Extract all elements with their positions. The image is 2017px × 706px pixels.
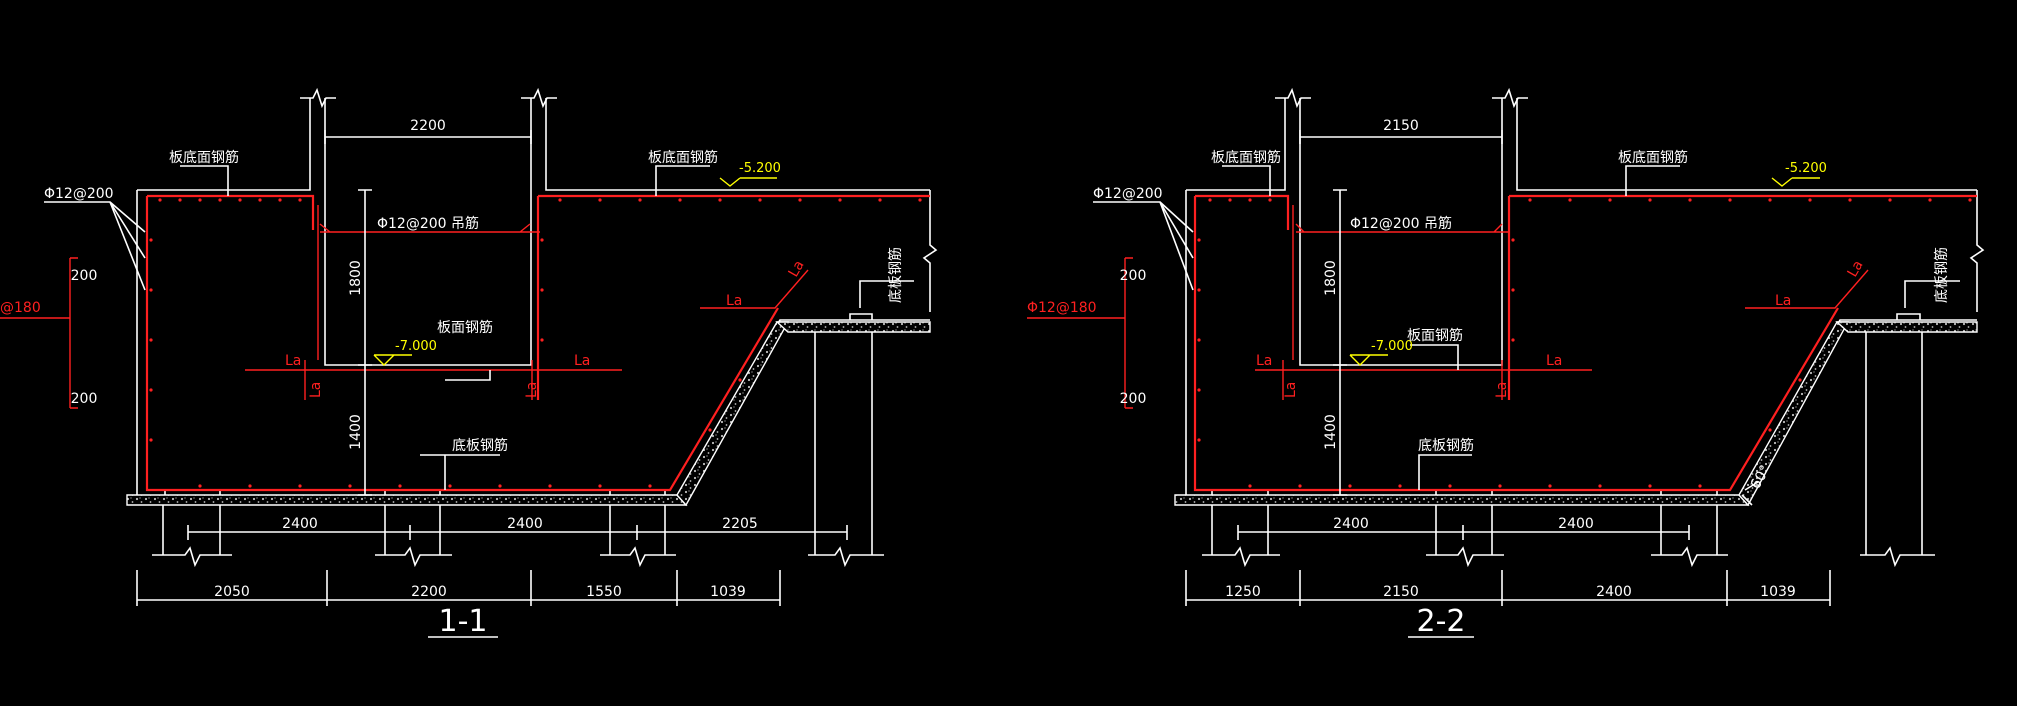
s1-pit-note: 板面钢筋 bbox=[437, 319, 493, 336]
section2-leaders bbox=[1027, 165, 1960, 506]
s1-bottom-note: 底板钢筋 bbox=[452, 437, 508, 454]
section1-leaders bbox=[0, 165, 914, 490]
s2-bot-1: 1250 bbox=[1225, 584, 1261, 600]
s2-right-note: 底板钢筋 bbox=[1933, 247, 1950, 303]
s2-axis-2: 2400 bbox=[1558, 516, 1594, 532]
s1-bot-1: 2050 bbox=[214, 584, 250, 600]
s2-top-span: 2150 bbox=[1383, 118, 1419, 134]
s1-la-2: La bbox=[574, 353, 590, 369]
s2-left-bar-label: Φ12@180 bbox=[1027, 300, 1097, 316]
s2-la-5: La bbox=[1775, 293, 1791, 309]
s2-dim-1400: 1400 bbox=[1323, 414, 1339, 450]
s1-la-5: La bbox=[726, 293, 742, 309]
s2-bot-3: 2400 bbox=[1596, 584, 1632, 600]
s1-top-span: 2200 bbox=[410, 118, 446, 134]
s1-dim-1400: 1400 bbox=[348, 414, 364, 450]
s2-title: 2-2 bbox=[1417, 604, 1466, 639]
s2-pit-level: -7.000 bbox=[1371, 339, 1413, 354]
s1-left-rebar: Φ12@200 bbox=[44, 186, 114, 202]
section2-piles bbox=[1202, 313, 1921, 568]
s1-bot-4: 1039 bbox=[710, 584, 746, 600]
s1-dim-200-top: 200 bbox=[71, 268, 98, 284]
s1-axis-1: 2400 bbox=[282, 516, 318, 532]
s2-mid-rebar: Φ12@200 吊筋 bbox=[1350, 215, 1452, 232]
s1-pit-level: -7.000 bbox=[395, 339, 437, 354]
s2-la-4: La bbox=[1494, 382, 1510, 398]
s1-top-left-note: 板底面钢筋 bbox=[169, 149, 239, 166]
section-1-1: 2200 板底面钢筋 板底面钢筋 -5.200 Φ12@200 Φ12@200 … bbox=[0, 87, 938, 639]
s2-left-rebar: Φ12@200 bbox=[1093, 186, 1163, 202]
s1-dim-1800: 1800 bbox=[348, 260, 364, 296]
s1-bot-2: 2200 bbox=[411, 584, 447, 600]
s1-top-right-note: 板底面钢筋 bbox=[648, 149, 718, 166]
s1-la-1: La bbox=[285, 353, 301, 369]
s1-bot-3: 1550 bbox=[586, 584, 622, 600]
s2-dim-200-top: 200 bbox=[1120, 268, 1147, 284]
section1-cushion bbox=[126, 321, 931, 507]
s1-la-3: La bbox=[308, 382, 324, 398]
s2-bot-4: 1039 bbox=[1760, 584, 1796, 600]
s1-axis-2: 2400 bbox=[507, 516, 543, 532]
s1-dim-200-bot: 200 bbox=[71, 391, 98, 407]
section2-dimensions bbox=[1185, 130, 1831, 638]
section-2-2: 2150 板底面钢筋 板底面钢筋 -5.200 Φ12@200 Φ12@200 … bbox=[1027, 87, 1985, 639]
s1-top-level: -5.200 bbox=[739, 161, 781, 176]
s2-la-6: La bbox=[1845, 258, 1867, 280]
s1-axis-3: 2205 bbox=[722, 516, 758, 532]
s2-dim-200-bot: 200 bbox=[1120, 391, 1147, 407]
s2-bottom-note: 底板钢筋 bbox=[1418, 437, 1474, 454]
section1-rebar bbox=[145, 194, 930, 492]
section1-dimensions bbox=[136, 130, 848, 638]
s2-la-3: La bbox=[1283, 382, 1299, 398]
section2-cushion bbox=[1174, 321, 1978, 507]
s2-bot-2: 2150 bbox=[1383, 584, 1419, 600]
s2-pit-note: 板面钢筋 bbox=[1407, 327, 1463, 344]
s2-dim-1800: 1800 bbox=[1323, 260, 1339, 296]
s2-top-right-note: 板底面钢筋 bbox=[1618, 149, 1688, 166]
s2-la-2: La bbox=[1546, 353, 1562, 369]
s1-la-6: La bbox=[786, 258, 808, 280]
s1-la-4: La bbox=[524, 382, 540, 398]
s2-top-level: -5.200 bbox=[1785, 161, 1827, 176]
s1-left-bar-label: @180 bbox=[0, 300, 41, 316]
s1-right-note: 底板钢筋 bbox=[887, 247, 904, 303]
s2-la-1: La bbox=[1256, 353, 1272, 369]
s1-mid-rebar: Φ12@200 吊筋 bbox=[377, 215, 479, 232]
s2-axis-1: 2400 bbox=[1333, 516, 1369, 532]
s1-title: 1-1 bbox=[439, 604, 488, 639]
section2-rebar bbox=[1193, 194, 1977, 492]
s2-top-left-note: 板底面钢筋 bbox=[1211, 149, 1281, 166]
